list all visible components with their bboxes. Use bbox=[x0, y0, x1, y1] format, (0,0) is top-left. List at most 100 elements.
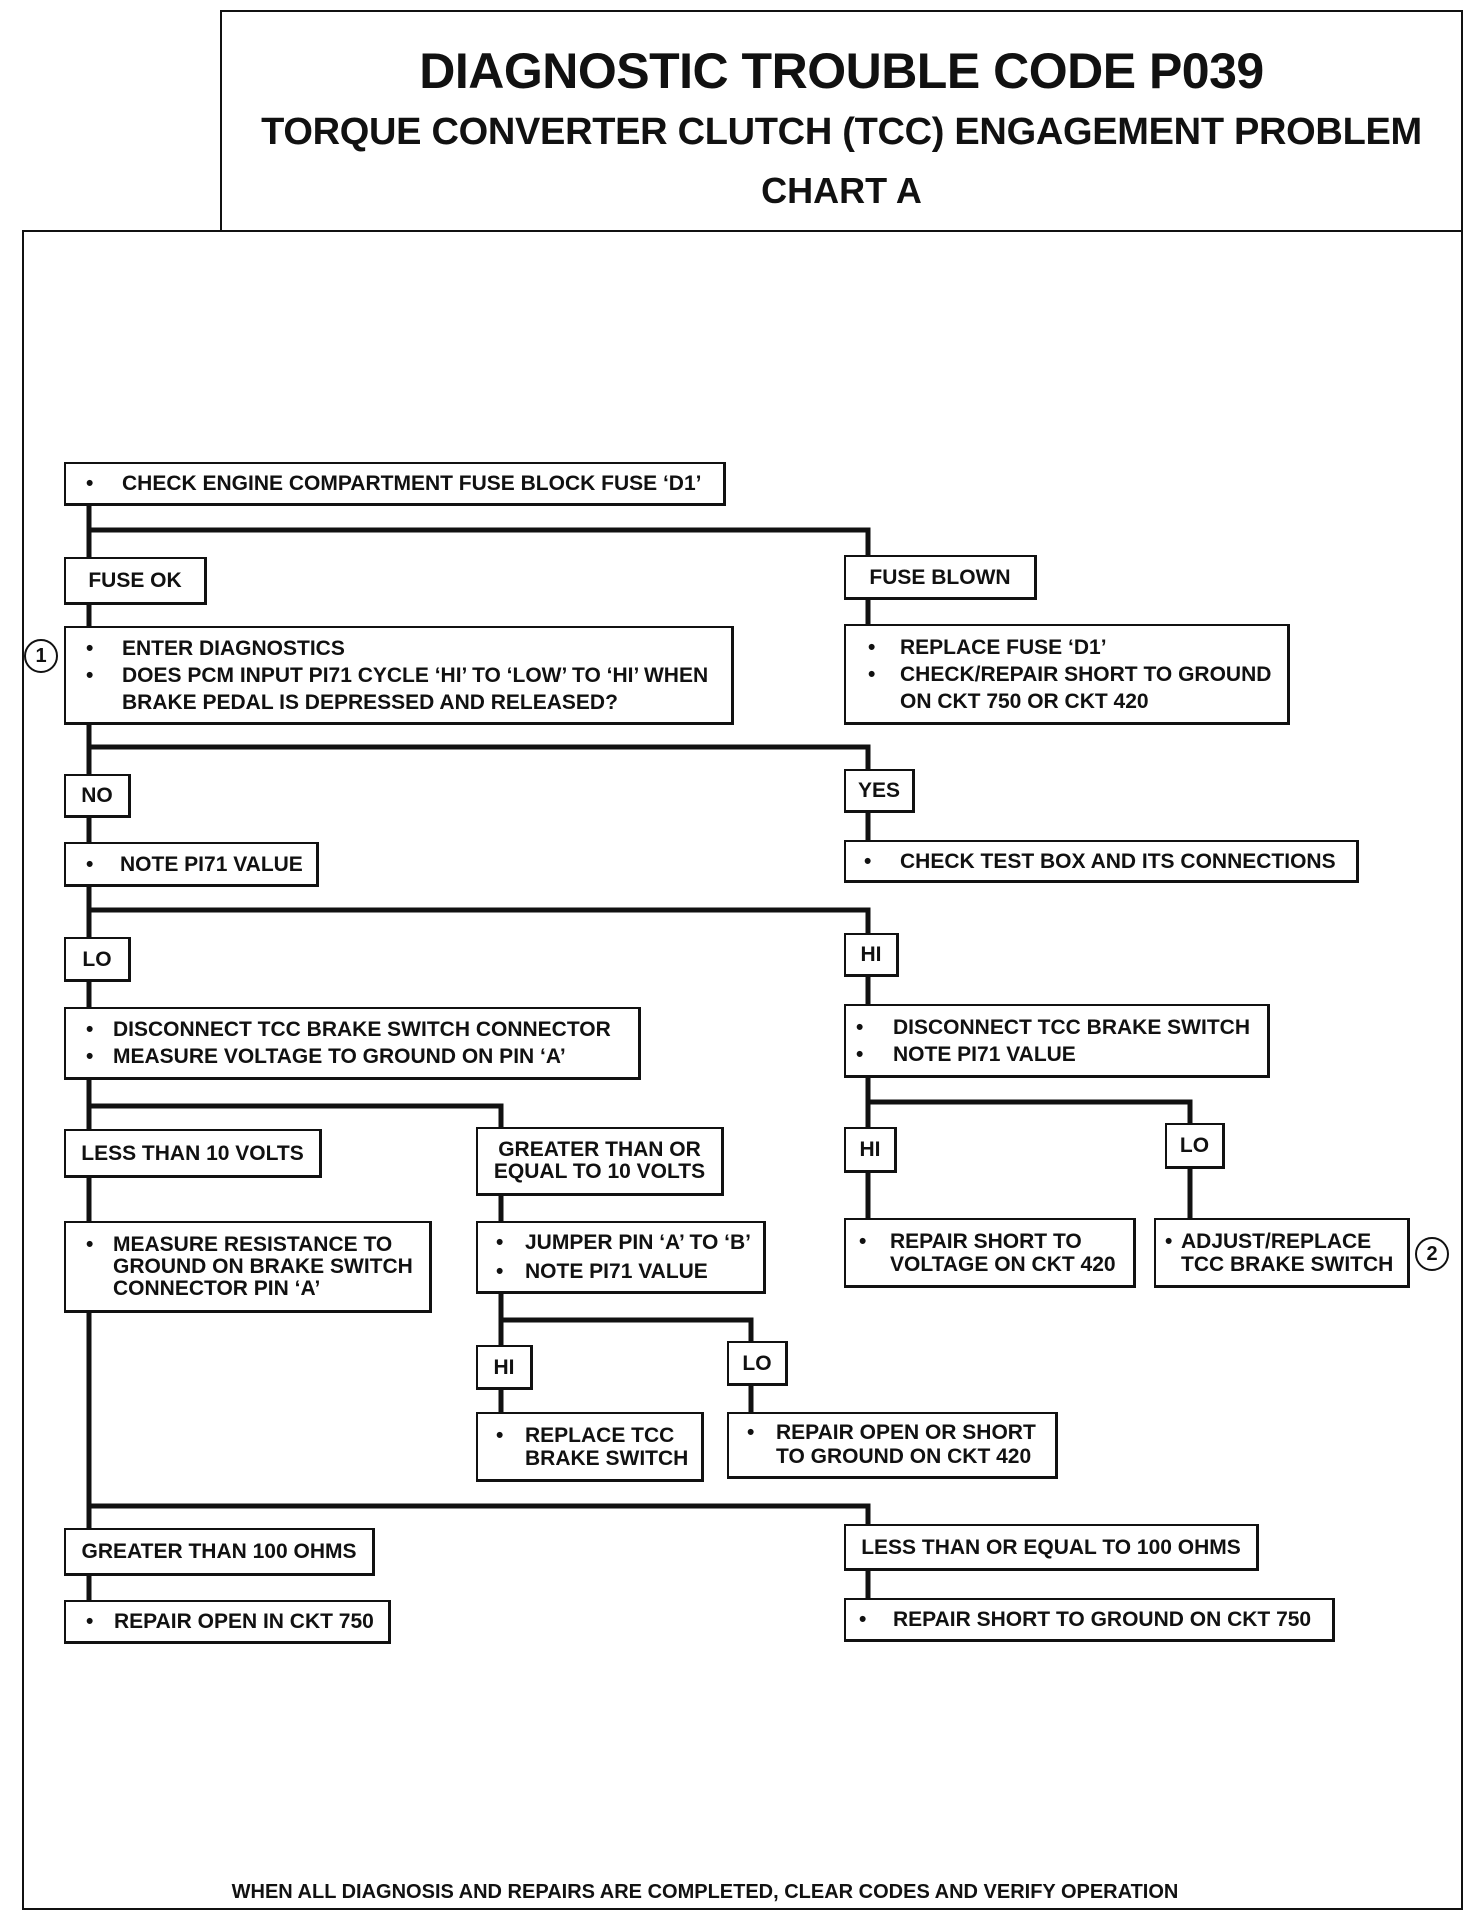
step-text: JUMPER PIN ‘A’ TO ‘B’ bbox=[525, 1231, 751, 1254]
step-replace-tcc-switch: REPLACE TCC BRAKE SWITCH bbox=[476, 1412, 704, 1482]
branch-label: LESS THAN 10 VOLTS bbox=[81, 1141, 304, 1165]
step-text: GROUND ON BRAKE SWITCH bbox=[113, 1254, 413, 1278]
bullet-item: REPAIR OPEN OR SHORT TO GROUND ON CKT 42… bbox=[729, 1421, 1055, 1469]
step-repair-open-short-420: REPAIR OPEN OR SHORT TO GROUND ON CKT 42… bbox=[727, 1412, 1058, 1479]
step-text: REPAIR OPEN OR SHORT bbox=[776, 1421, 1036, 1444]
step-repair-short-750: REPAIR SHORT TO GROUND ON CKT 750 bbox=[844, 1598, 1335, 1642]
branch-label: HI bbox=[860, 943, 882, 966]
step-text: TCC BRAKE SWITCH bbox=[1181, 1252, 1394, 1276]
step-text: REPLACE FUSE ‘D1’ bbox=[900, 635, 1107, 659]
step-jumper-pins: JUMPER PIN ‘A’ TO ‘B’ NOTE PI71 VALUE bbox=[476, 1221, 766, 1294]
bullet-item: CHECK/REPAIR SHORT TO GROUND ON CKT 750 … bbox=[846, 661, 1287, 715]
step-text: ENTER DIAGNOSTICS bbox=[122, 636, 345, 660]
step-text: ADJUST/REPLACE bbox=[1181, 1229, 1372, 1253]
branch-hi: HI bbox=[844, 933, 899, 977]
step-note-pi71: NOTE PI71 VALUE bbox=[64, 842, 319, 887]
bullet-item: REPLACE TCC BRAKE SWITCH bbox=[478, 1424, 701, 1470]
bullet-item: REPAIR SHORT TO VOLTAGE ON CKT 420 bbox=[846, 1230, 1133, 1276]
page-subtitle: TORQUE CONVERTER CLUTCH (TCC) ENGAGEMENT… bbox=[261, 111, 1422, 153]
branch-hi: HI bbox=[844, 1127, 897, 1173]
step-text: DOES PCM INPUT PI71 CYCLE ‘HI’ TO ‘LOW’ … bbox=[122, 663, 709, 687]
step-adjust-replace-switch: ADJUST/REPLACE TCC BRAKE SWITCH bbox=[1154, 1218, 1410, 1288]
connector-line bbox=[89, 744, 871, 769]
branch-fuse-blown: FUSE BLOWN bbox=[844, 555, 1037, 600]
step-text: BRAKE SWITCH bbox=[525, 1446, 689, 1470]
branch-label: LO bbox=[82, 947, 112, 971]
connector-line bbox=[89, 1103, 504, 1127]
branch-label: LO bbox=[742, 1351, 772, 1375]
branch-no: NO bbox=[64, 774, 131, 818]
bullet-item: NOTE PI71 VALUE bbox=[478, 1257, 763, 1286]
step-text: REPAIR SHORT TO bbox=[890, 1229, 1082, 1253]
bullet-item: DISCONNECT TCC BRAKE SWITCH CONNECTOR bbox=[66, 1016, 638, 1043]
step-text: DISCONNECT TCC BRAKE SWITCH CONNECTOR bbox=[113, 1018, 611, 1041]
step-text: CONNECTOR PIN ‘A’ bbox=[113, 1276, 321, 1300]
step-text: VOLTAGE ON CKT 420 bbox=[890, 1252, 1116, 1276]
bullet-item: NOTE PI71 VALUE bbox=[846, 1041, 1267, 1068]
callout-1: 1 bbox=[24, 639, 58, 673]
connector-line bbox=[89, 1503, 871, 1524]
branch-greater-than-100-ohms: GREATER THAN 100 OHMS bbox=[64, 1528, 375, 1576]
step-measure-resistance: MEASURE RESISTANCE TO GROUND ON BRAKE SW… bbox=[64, 1221, 432, 1313]
bullet-item: CHECK ENGINE COMPARTMENT FUSE BLOCK FUSE… bbox=[66, 470, 723, 497]
branch-lo: LO bbox=[727, 1341, 788, 1386]
bullet-item: ENTER DIAGNOSTICS bbox=[66, 635, 731, 662]
branch-label: FUSE OK bbox=[88, 569, 182, 592]
page-title: DIAGNOSTIC TROUBLE CODE P039 bbox=[419, 43, 1264, 99]
branch-label: HI bbox=[493, 1355, 515, 1379]
step-text: NOTE PI71 VALUE bbox=[893, 1042, 1076, 1066]
bullet-item: JUMPER PIN ‘A’ TO ‘B’ bbox=[478, 1228, 763, 1257]
branch-label: GREATER THAN OR bbox=[498, 1138, 701, 1161]
step-check-fuse: CHECK ENGINE COMPARTMENT FUSE BLOCK FUSE… bbox=[64, 462, 726, 506]
step-text: REPAIR OPEN IN CKT 750 bbox=[114, 1610, 374, 1633]
step-text: REPLACE TCC bbox=[525, 1423, 675, 1447]
footer-note: WHEN ALL DIAGNOSIS AND REPAIRS ARE COMPL… bbox=[231, 1881, 1179, 1903]
step-repair-short-voltage: REPAIR SHORT TO VOLTAGE ON CKT 420 bbox=[844, 1218, 1136, 1288]
bullet-item: NOTE PI71 VALUE bbox=[66, 851, 316, 878]
step-text: MEASURE VOLTAGE TO GROUND ON PIN ‘A’ bbox=[113, 1045, 566, 1068]
step-text: ON CKT 750 OR CKT 420 bbox=[900, 689, 1149, 713]
step-check-test-box: CHECK TEST BOX AND ITS CONNECTIONS bbox=[844, 840, 1359, 883]
step-text: CHECK/REPAIR SHORT TO GROUND bbox=[900, 662, 1272, 686]
bullet-item: REPAIR OPEN IN CKT 750 bbox=[66, 1608, 388, 1635]
branch-label: LO bbox=[1179, 1134, 1210, 1157]
step-text: MEASURE RESISTANCE TO bbox=[113, 1232, 393, 1256]
chart-label: CHART A bbox=[761, 170, 922, 211]
step-text: TO GROUND ON CKT 420 bbox=[776, 1445, 1032, 1468]
bullet-item: ADJUST/REPLACE TCC BRAKE SWITCH bbox=[1156, 1230, 1407, 1276]
connector-line bbox=[89, 527, 871, 555]
step-text: NOTE PI71 VALUE bbox=[120, 852, 303, 876]
branch-hi: HI bbox=[476, 1345, 533, 1390]
connector-line bbox=[89, 907, 871, 933]
branch-label: HI bbox=[859, 1138, 881, 1161]
connector-line bbox=[501, 1317, 754, 1341]
branch-label: NO bbox=[81, 784, 113, 807]
branch-label: YES bbox=[857, 779, 901, 802]
bullet-item: REPAIR SHORT TO GROUND ON CKT 750 bbox=[846, 1606, 1332, 1633]
bullet-item: MEASURE RESISTANCE TO GROUND ON BRAKE SW… bbox=[66, 1232, 429, 1300]
branch-greater-equal-10-volts: GREATER THAN OR EQUAL TO 10 VOLTS bbox=[476, 1127, 724, 1196]
step-text: REPAIR SHORT TO GROUND ON CKT 750 bbox=[893, 1608, 1312, 1631]
bullet-item: REPLACE FUSE ‘D1’ bbox=[846, 634, 1287, 661]
branch-lo: LO bbox=[64, 937, 131, 982]
branch-lo: LO bbox=[1165, 1123, 1225, 1169]
step-replace-fuse: REPLACE FUSE ‘D1’ CHECK/REPAIR SHORT TO … bbox=[844, 624, 1290, 725]
branch-label: EQUAL TO 10 VOLTS bbox=[493, 1160, 706, 1183]
step-text: DISCONNECT TCC BRAKE SWITCH bbox=[893, 1015, 1250, 1039]
branch-less-equal-100-ohms: LESS THAN OR EQUAL TO 100 OHMS bbox=[844, 1524, 1259, 1571]
step-repair-open-750: REPAIR OPEN IN CKT 750 bbox=[64, 1600, 391, 1644]
step-text: CHECK TEST BOX AND ITS CONNECTIONS bbox=[900, 849, 1336, 873]
bullet-item: MEASURE VOLTAGE TO GROUND ON PIN ‘A’ bbox=[66, 1043, 638, 1070]
connector-line bbox=[868, 1099, 1193, 1123]
branch-less-than-10-volts: LESS THAN 10 VOLTS bbox=[64, 1129, 322, 1178]
branch-fuse-ok: FUSE OK bbox=[64, 557, 207, 605]
branch-label: GREATER THAN 100 OHMS bbox=[81, 1540, 357, 1563]
title-box bbox=[220, 10, 1463, 232]
branch-label: LESS THAN OR EQUAL TO 100 OHMS bbox=[861, 1535, 1241, 1559]
bullet-item: DISCONNECT TCC BRAKE SWITCH bbox=[846, 1014, 1267, 1041]
branch-yes: YES bbox=[844, 769, 915, 813]
step-text: BRAKE PEDAL IS DEPRESSED AND RELEASED? bbox=[122, 690, 618, 714]
step-text: CHECK ENGINE COMPARTMENT FUSE BLOCK FUSE… bbox=[122, 472, 702, 495]
